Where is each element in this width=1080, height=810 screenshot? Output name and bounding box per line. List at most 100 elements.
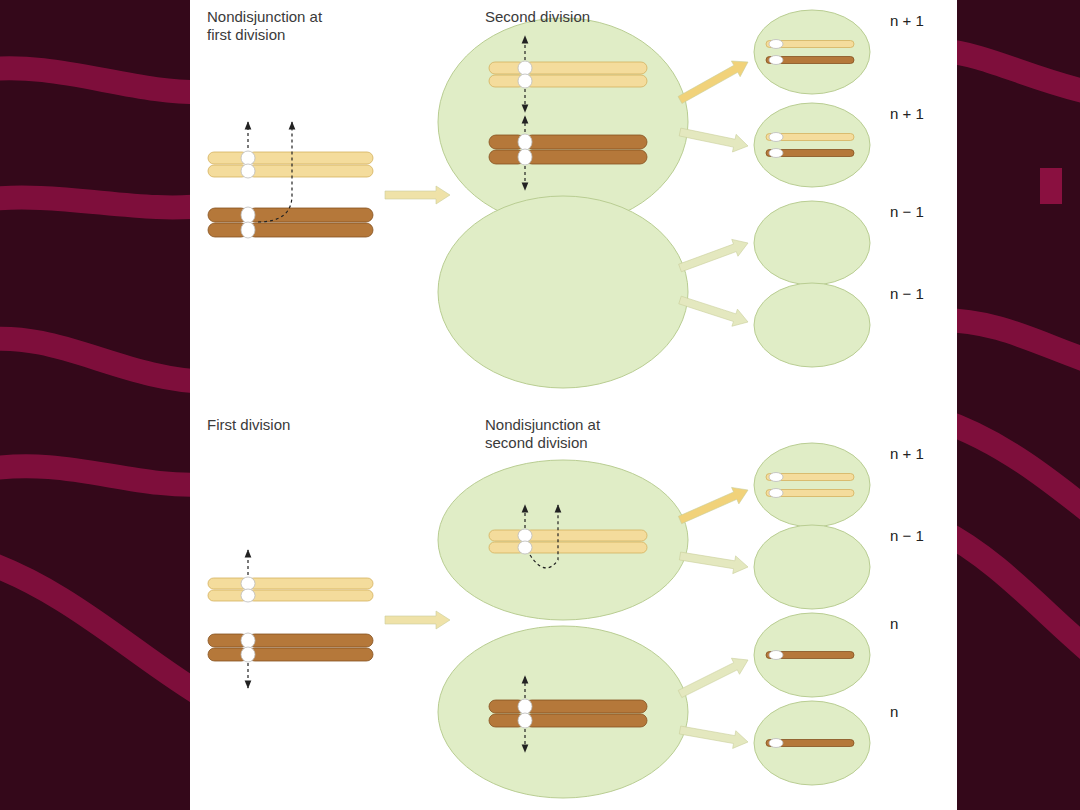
- spindle-arrow: [524, 505, 525, 528]
- chromatid-arm: [776, 474, 854, 481]
- background-band: [940, 420, 1080, 520]
- centromere: [241, 647, 255, 662]
- spindle-arrow: [524, 729, 525, 752]
- white-panel: [190, 0, 957, 810]
- centromere: [769, 133, 783, 142]
- centromere: [769, 651, 783, 660]
- cell: [438, 460, 688, 620]
- chromatid-arm: [248, 590, 373, 601]
- background-band: [0, 198, 210, 208]
- block-arrow: [679, 726, 748, 748]
- block-arrow: [385, 186, 450, 204]
- spindle-arrow: [524, 166, 525, 190]
- spindle-arrow: [247, 122, 248, 148]
- chromatid-arm: [525, 714, 647, 727]
- centromere: [518, 134, 532, 150]
- centromere: [241, 577, 255, 590]
- ploidy-label: n − 1: [890, 285, 924, 303]
- background-band: [0, 339, 210, 382]
- chromatid-arm: [776, 134, 854, 141]
- centromere: [518, 541, 532, 554]
- centromere: [518, 713, 532, 728]
- centromere: [518, 74, 532, 88]
- centromere: [518, 699, 532, 714]
- gamete-outline: [750, 279, 874, 371]
- centromere: [241, 222, 255, 238]
- gamete-cell: n − 1: [750, 279, 928, 371]
- cell: [438, 196, 688, 388]
- gamete-outline: [750, 609, 874, 701]
- block-arrow: [679, 128, 748, 152]
- centromere: [769, 489, 783, 498]
- spindle-arrow: [524, 89, 525, 112]
- gamete-cell: n + 1: [750, 99, 928, 191]
- chromatid-arm: [776, 652, 854, 659]
- centromere: [769, 149, 783, 158]
- gamete-cell: n: [750, 697, 903, 789]
- chromatid-arm: [248, 165, 373, 177]
- ploidy-label: n: [890, 703, 898, 721]
- block-arrow: [679, 552, 748, 574]
- block-arrow: [679, 296, 748, 326]
- chromatid-arm: [525, 135, 647, 149]
- chromatid-arm: [248, 578, 373, 589]
- background-band: [1040, 168, 1062, 204]
- chromatid-arm: [776, 41, 854, 48]
- block-arrow: [679, 239, 748, 271]
- background-band: [940, 50, 1080, 95]
- chromatid-arm: [248, 152, 373, 164]
- ploidy-label: n − 1: [890, 527, 924, 545]
- centromere: [769, 56, 783, 65]
- centromere: [241, 151, 255, 165]
- centromere: [241, 589, 255, 602]
- background-band: [940, 320, 1080, 365]
- gamete-cell: n − 1: [750, 521, 928, 613]
- chromatid-arm: [525, 700, 647, 713]
- ploidy-label: n: [890, 615, 898, 633]
- centromere: [769, 739, 783, 748]
- block-arrow: [385, 611, 450, 629]
- cell: [438, 18, 688, 226]
- chromatid-arm: [525, 62, 647, 74]
- gamete-ellipse: [754, 283, 870, 367]
- chromatid-arm: [248, 648, 373, 661]
- gamete-cell: n − 1: [750, 197, 928, 289]
- heading-label: Nondisjunction at first division: [207, 8, 325, 44]
- heading-label: Second division: [485, 8, 685, 26]
- centromere: [241, 207, 255, 223]
- centromere: [769, 473, 783, 482]
- gamete-outline: [750, 6, 874, 98]
- block-arrow: [678, 658, 748, 697]
- centromere: [769, 40, 783, 49]
- centromere: [241, 164, 255, 178]
- centromere: [518, 149, 532, 165]
- cell: [438, 626, 688, 798]
- background-band: [940, 530, 1080, 660]
- gamete-ellipse: [754, 201, 870, 285]
- gamete-ellipse: [754, 10, 870, 94]
- gamete-cell: n + 1: [750, 439, 928, 531]
- heading-label: Nondisjunction at second division: [485, 416, 621, 452]
- background-band: [0, 560, 210, 700]
- spindle-arrow: [530, 505, 558, 568]
- chromatid-arm: [248, 223, 373, 237]
- spindle-arrow: [524, 116, 525, 132]
- chromatid-arm: [776, 490, 854, 497]
- background-band: [0, 68, 210, 92]
- gamete-ellipse: [754, 525, 870, 609]
- chromatid-arm: [525, 530, 647, 541]
- gamete-ellipse: [754, 103, 870, 187]
- gamete-ellipse: [754, 701, 870, 785]
- gamete-ellipse: [754, 443, 870, 527]
- chromatid-arm: [525, 542, 647, 553]
- gamete-cell: n + 1: [750, 6, 928, 98]
- ploidy-label: n + 1: [890, 445, 924, 463]
- spindle-arrow: [247, 663, 248, 688]
- chromatid-arm: [776, 150, 854, 157]
- ploidy-label: n + 1: [890, 105, 924, 123]
- spindle-arrow: [258, 122, 292, 222]
- chromatid-arm: [776, 57, 854, 64]
- ploidy-label: n + 1: [890, 12, 924, 30]
- chromatid-arm: [248, 634, 373, 647]
